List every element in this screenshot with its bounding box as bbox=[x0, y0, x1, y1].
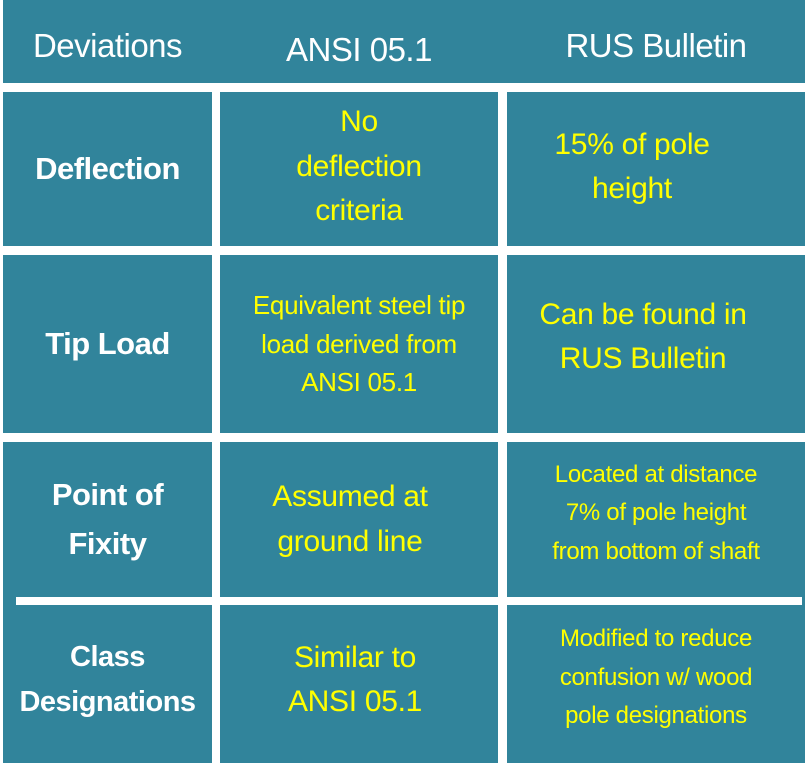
cell-text: from bottom of shaft bbox=[552, 537, 760, 565]
cell-text: ground line bbox=[277, 524, 423, 558]
row-label-point-of-fixity: Point of Fixity bbox=[3, 442, 212, 597]
cell-deflection-rus: 15% of pole height bbox=[507, 88, 757, 246]
cell-point-of-fixity-rus: Located at distance 7% of pole height fr… bbox=[507, 436, 805, 591]
cell-text: Equivalent steel tip bbox=[252, 290, 466, 321]
cell-text: RUS Bulletin bbox=[559, 342, 727, 375]
cell-tip-load-ansi: Equivalent steel tip load derived from A… bbox=[220, 255, 498, 433]
cell-text: No bbox=[340, 105, 378, 139]
cell-text: 7% of pole height bbox=[565, 499, 747, 527]
row-label-text: Deflection bbox=[35, 150, 180, 186]
cell-text: confusion w/ wood bbox=[559, 663, 753, 691]
comparison-table: Deviations ANSI 05.1 RUS Bulletin Deflec… bbox=[3, 0, 805, 763]
cell-text: ANSI 05.1 bbox=[287, 685, 423, 718]
row-label-deflection: Deflection bbox=[3, 92, 212, 246]
header-rus-label: RUS Bulletin bbox=[565, 26, 747, 64]
cell-text: ANSI 05.1 bbox=[301, 367, 417, 398]
row-label-text: Fixity bbox=[68, 525, 147, 561]
cell-deflection-ansi: No deflection criteria bbox=[220, 88, 498, 246]
cell-text: load derived from bbox=[261, 328, 457, 359]
cell-class-designations-ansi: Similar to ANSI 05.1 bbox=[220, 605, 490, 755]
header-deviations-label: Deviations bbox=[32, 26, 183, 64]
divider-header bbox=[3, 83, 805, 92]
row-label-text: Designations bbox=[19, 686, 196, 718]
cell-text: Similar to bbox=[293, 640, 416, 674]
divider-col-2 bbox=[498, 83, 507, 763]
divider-row-1 bbox=[3, 246, 805, 255]
row-label-text: Point of bbox=[51, 477, 164, 513]
cell-class-designations-rus: Modified to reduce confusion w/ wood pol… bbox=[507, 603, 805, 753]
row-label-text: Tip Load bbox=[45, 325, 170, 361]
row-label-text: Class bbox=[70, 641, 145, 674]
cell-tip-load-rus: Can be found in RUS Bulletin bbox=[507, 248, 779, 426]
header-deviations: Deviations bbox=[3, 8, 212, 83]
divider-row-2 bbox=[3, 433, 805, 442]
cell-text: Located at distance bbox=[554, 460, 758, 488]
cell-text: Can be found in bbox=[539, 297, 747, 331]
cell-text: deflection bbox=[296, 149, 422, 183]
row-label-tip-load: Tip Load bbox=[3, 255, 212, 433]
cell-text: 15% of pole bbox=[554, 127, 710, 161]
cell-text: Modified to reduce bbox=[559, 625, 753, 653]
cell-point-of-fixity-ansi: Assumed at ground line bbox=[220, 442, 480, 597]
cell-text: height bbox=[592, 172, 672, 205]
divider-row-3 bbox=[16, 597, 802, 605]
divider-col-1 bbox=[212, 83, 220, 763]
cell-text: criteria bbox=[315, 194, 403, 228]
header-ansi-label: ANSI 05.1 bbox=[286, 30, 432, 68]
cell-text: Assumed at bbox=[272, 480, 428, 514]
header-ansi: ANSI 05.1 bbox=[220, 12, 498, 87]
row-label-class-designations: Class Designations bbox=[3, 605, 212, 755]
header-rus: RUS Bulletin bbox=[507, 8, 805, 83]
cell-text: pole designations bbox=[565, 702, 747, 730]
